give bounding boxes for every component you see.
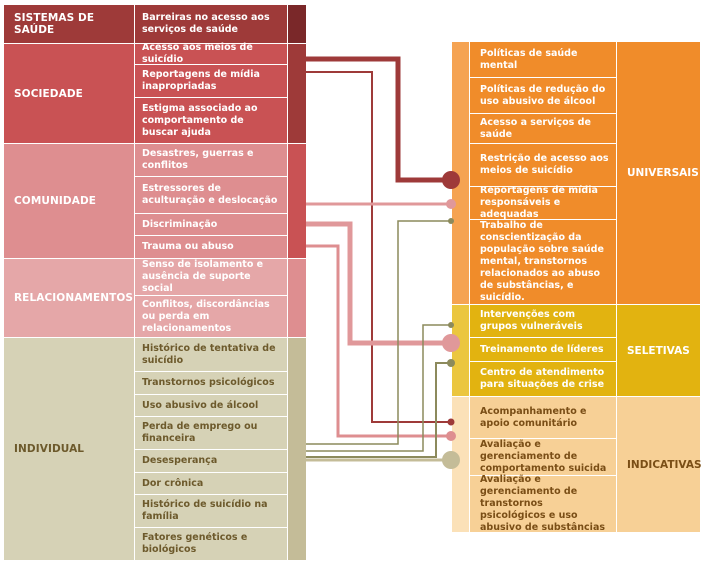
connector-media	[306, 71, 451, 423]
strategy-alcohol-policy: Políticas de redução do uso abusivo de á…	[470, 78, 616, 113]
factor-means-access: Acesso aos meios de suicídio	[135, 42, 287, 65]
selective-side-bar	[452, 305, 469, 396]
strategy-community-follow-up: Acompanhamento e apoio comunitário	[470, 397, 616, 438]
category-health-systems: SISTEMAS DE SAÚDE	[4, 5, 134, 43]
factor-acculturation: Estressores de aculturação e deslocação	[135, 177, 287, 213]
connector-dot-awareness	[448, 218, 454, 224]
connector-dot-community-support	[447, 418, 455, 426]
factor-chronic-pain: Dor crônica	[135, 473, 287, 494]
factor-family-history: Histórico de suicídio na família	[135, 495, 287, 527]
category-indicative: INDICATIVAS	[617, 397, 702, 532]
factor-help-stigma: Estigma associado ao comportamento de bu…	[135, 98, 287, 143]
factor-discrimination: Discriminação	[135, 214, 287, 235]
health-side-bar	[288, 5, 306, 43]
universal-side-bar	[452, 42, 469, 304]
relationships-side-bar	[288, 259, 306, 337]
strategy-gatekeeper-training: Treinamento de líderes	[470, 338, 616, 361]
factor-hopelessness: Desesperança	[135, 450, 287, 472]
factor-isolation: Senso de isolamento e ausência de suport…	[135, 259, 287, 295]
factor-health-barriers: Barreiras no acesso aos serviços de saúd…	[135, 5, 287, 43]
category-universal: UNIVERSAIS	[617, 42, 700, 304]
connector-dot-gatekeepers	[442, 334, 460, 352]
indicative-side-bar	[452, 397, 469, 532]
strategy-disorder-management: Avaliação e gerenciamento de transtornos…	[470, 474, 616, 533]
factor-disasters: Desastres, guerras e conflitos	[135, 144, 287, 176]
category-society: SOCIEDADE	[4, 44, 134, 143]
connector-dot-disorders	[442, 451, 460, 469]
strategy-crisis-center: Centro de atendimento para situações de …	[470, 362, 616, 396]
factor-alcohol-abuse: Uso abusivo de álcool	[135, 395, 287, 416]
factor-genetic-biological: Fatores genéticos e biológicos	[135, 528, 287, 560]
connector-hopelessness	[306, 324, 451, 452]
connector-crisis	[306, 362, 451, 458]
factor-trauma: Trauma ou abuso	[135, 236, 287, 258]
strategy-health-access: Acesso a serviços de saúde	[470, 114, 616, 143]
connector-dot-suicidal-behavior	[446, 431, 456, 441]
factor-mental-disorders: Transtornos psicológicos	[135, 372, 287, 394]
strategy-responsible-media: Reportagens de mídia responsáveis e adeq…	[470, 185, 616, 220]
category-relationships: RELACIONAMENTOS	[4, 259, 134, 337]
factor-relationship-conflicts: Conflitos, discordâncias ou perda em rel…	[135, 296, 287, 337]
factor-inappropriate-media: Reportagens de mídia inapropriadas	[135, 65, 287, 97]
category-community: COMUNIDADE	[4, 144, 134, 258]
category-individual: INDIVIDUAL	[4, 338, 134, 560]
individual-side-bar	[288, 338, 306, 560]
connector-trauma	[306, 244, 451, 438]
connector-discrimination	[306, 221, 451, 346]
strategy-means-restriction: Restrição de acesso aos meios de suicídi…	[470, 144, 616, 186]
community-side-bar	[288, 144, 306, 258]
strategy-vulnerable-groups: Intervenções com grupos vulneráveis	[470, 305, 616, 337]
connector-dot-means-restriction	[442, 171, 460, 189]
connector-job-loss	[306, 220, 451, 445]
connector-dot-crisis	[447, 359, 455, 367]
factor-previous-attempt: Histórico de tentativa de suicídio	[135, 338, 287, 371]
category-selective: SELETIVAS	[617, 305, 700, 396]
strategy-awareness: Trabalho de conscientização da população…	[470, 220, 616, 304]
strategy-suicidal-behavior-management: Avaliação e gerenciamento de comportamen…	[470, 439, 616, 475]
connector-means-restriction	[306, 56, 451, 183]
factor-job-financial-loss: Perda de emprego ou financeira	[135, 417, 287, 449]
connector-dot-vulnerable	[448, 322, 454, 328]
strategy-mental-health-policy: Políticas de saúde mental	[470, 42, 616, 77]
society-side-bar	[288, 44, 306, 143]
connector-dot-responsible-media	[446, 199, 456, 209]
